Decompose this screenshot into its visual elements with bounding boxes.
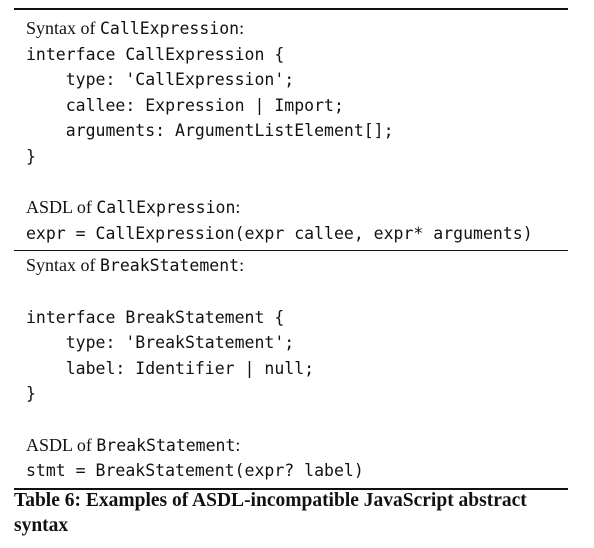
code-line: type: 'BreakStatement';: [26, 333, 295, 353]
heading-code: CallExpression: [100, 19, 240, 38]
code-line: arguments: ArgumentListElement[];: [26, 121, 394, 141]
blank-line: [26, 170, 556, 196]
asdl-prefix: ASDL of: [26, 434, 97, 455]
code-line: label: Identifier | null;: [26, 358, 315, 378]
break-statement-syntax-heading: Syntax of BreakStatement:: [26, 253, 556, 279]
heading-prefix: Syntax of: [26, 255, 100, 276]
asdl-code: CallExpression: [96, 198, 236, 218]
table-bottom-rule: [14, 487, 568, 490]
table-mid-rule: [14, 250, 568, 252]
table-caption: Table 6: Examples of ASDL-incompatible J…: [14, 490, 527, 536]
call-expression-syntax-heading: Syntax of CallExpression:: [26, 16, 556, 42]
call-expression-asdl-heading: ASDL of CallExpression:: [26, 195, 556, 221]
break-statement-asdl-heading: ASDL of BreakStatement:: [26, 433, 556, 459]
asdl-suffix: :: [235, 434, 241, 455]
heading-suffix: :: [239, 255, 245, 276]
code-line: interface CallExpression {: [26, 44, 285, 64]
code-line: }: [26, 384, 36, 404]
blank-line: [26, 279, 556, 305]
code-table: Syntax of CallExpression: interface Call…: [14, 8, 568, 490]
asdl-line: expr = CallExpression(expr callee, expr*…: [26, 223, 533, 243]
asdl-prefix: ASDL of: [26, 197, 97, 218]
code-line: type: 'CallExpression';: [26, 70, 295, 90]
heading-prefix: Syntax of: [26, 18, 100, 38]
table-top-rule: [14, 8, 568, 10]
call-expression-cell: Syntax of CallExpression: interface Call…: [14, 10, 568, 246]
break-statement-cell: Syntax of BreakStatement: interface Brea…: [14, 251, 568, 483]
code-line: callee: Expression | Import;: [26, 95, 344, 115]
blank-line: [26, 407, 556, 433]
asdl-suffix: :: [235, 197, 241, 218]
asdl-code: BreakStatement: [96, 435, 236, 455]
code-line: interface BreakStatement {: [26, 307, 285, 327]
code-line: }: [26, 146, 36, 166]
heading-suffix: :: [239, 18, 245, 38]
heading-code: BreakStatement: [100, 256, 240, 276]
asdl-line: stmt = BreakStatement(expr? label): [26, 461, 364, 481]
